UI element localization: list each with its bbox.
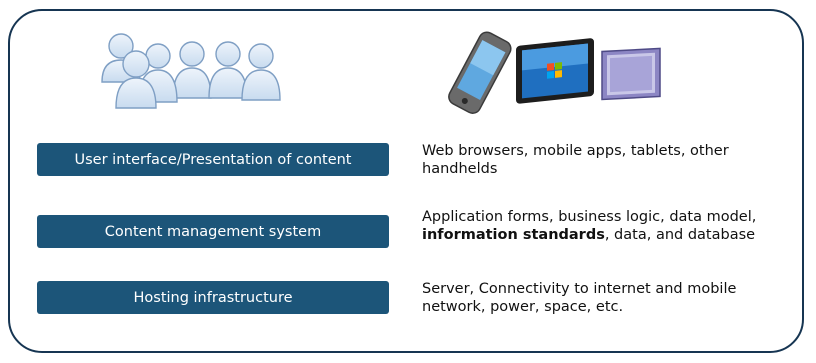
people-group-icon	[101, 33, 281, 109]
hosting-description: Server, Connectivity to internet and mob…	[422, 281, 737, 315]
layer-hosting: Hosting infrastructure	[37, 281, 389, 314]
presentation-description: Web browsers, mobile apps, tablets, othe…	[422, 143, 729, 177]
layer-label: Hosting infrastructure	[133, 289, 293, 306]
description-text: Application forms, business logic, data …	[422, 209, 757, 225]
description-bold-text: information standards	[422, 227, 605, 243]
mobile-devices-icon	[448, 31, 661, 114]
layer-label: User interface/Presentation of content	[74, 151, 352, 168]
layer-content-management: Content management system	[37, 215, 389, 248]
content-management-description: Application forms, business logic, data …	[422, 208, 797, 244]
layer-presentation: User interface/Presentation of content	[37, 143, 389, 176]
diagram-frame	[8, 9, 804, 353]
description-text-end: , data, and database	[604, 227, 756, 243]
layer-label: Content management system	[104, 223, 322, 240]
